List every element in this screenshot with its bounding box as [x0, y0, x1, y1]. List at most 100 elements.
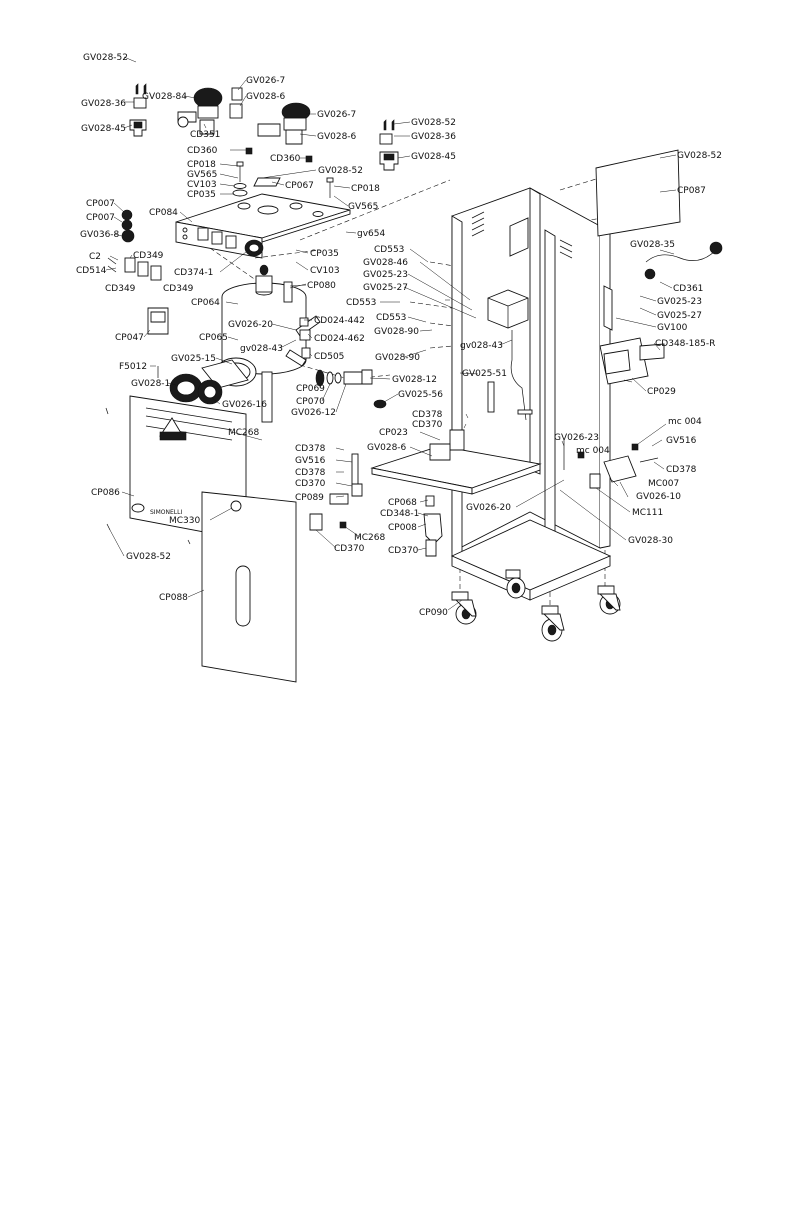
- label-gv100: GV100: [657, 323, 688, 333]
- label-gv028-6-a: GV028-6: [246, 92, 286, 102]
- label-cp035-a: CP035: [187, 190, 216, 200]
- label-cd348-185-r: CD348-185-R: [655, 339, 715, 349]
- label-gv036-8: GV036-8: [80, 230, 120, 240]
- label-cp080: CP080: [307, 281, 336, 291]
- label-cp088: CP088: [159, 593, 188, 603]
- label-cd553-c: CD553: [376, 313, 406, 323]
- label-cd349-a: CD349: [133, 251, 164, 261]
- label-gv028-52-c: GV028-52: [411, 118, 456, 128]
- label-cd370-b: CD370: [295, 479, 326, 489]
- label-cd024-442: CD024-442: [314, 316, 365, 326]
- label-c2: C2: [89, 252, 101, 262]
- label-gv516-a: GV516: [295, 456, 326, 466]
- label-cp068: CP068: [388, 498, 417, 508]
- label-gv026-23: GV026-23: [554, 433, 599, 443]
- label-cp008: CP008: [388, 523, 417, 533]
- label-cd505: CD505: [314, 352, 344, 362]
- label-cp070: CP070: [296, 397, 325, 407]
- label-cp035-b: CP035: [310, 249, 339, 259]
- label-cp090: CP090: [419, 608, 448, 618]
- label-mc007: MC007: [648, 479, 679, 489]
- label-gv565-b: GV565: [348, 202, 378, 212]
- label-gv026-12: GV026-12: [291, 408, 336, 418]
- label-cd378-a: CD378: [412, 410, 443, 420]
- label-cp023: CP023: [379, 428, 408, 438]
- label-gv026-20-a: GV026-20: [228, 320, 273, 330]
- label-gv026-20-b: GV026-20: [466, 503, 511, 513]
- label-cv103-a: CV103: [187, 180, 217, 190]
- label-cp007-a: CP007: [86, 199, 115, 209]
- label-cd378-d: CD378: [666, 465, 697, 475]
- label-cp047: CP047: [115, 333, 144, 343]
- label-f5012: F5012: [119, 362, 147, 372]
- label-gv025-56: GV025-56: [398, 390, 443, 400]
- label-mc330: MC330: [169, 516, 201, 526]
- label-cp007-b: CP007: [86, 213, 115, 223]
- label-gv026-7-b: GV026-7: [317, 110, 356, 120]
- label-gv654: gv654: [357, 229, 385, 239]
- label-gv028-52-d: GV028-52: [677, 151, 722, 161]
- label-gv025-27-a: GV025-27: [363, 283, 408, 293]
- label-gv028-90-a: GV028-90: [374, 327, 419, 337]
- label-cp089: CP089: [295, 493, 324, 503]
- top-valves: [129, 83, 399, 198]
- label-gv028-43-b: gv028-43: [240, 344, 283, 354]
- label-cv103-b: CV103: [310, 266, 340, 276]
- label-cd553-b: CD553: [346, 298, 376, 308]
- label-cd374-1: CD374-1: [174, 268, 213, 278]
- boiler: [147, 264, 387, 423]
- panel-logo-text: SIMONELLI: [150, 509, 182, 516]
- label-gv026-16: GV026-16: [222, 400, 267, 410]
- label-cd349-c: CD349: [163, 284, 194, 294]
- label-gv025-15: GV025-15: [171, 354, 216, 364]
- label-cd378-c: CD378: [295, 468, 326, 478]
- label-cp069: CP069: [296, 384, 325, 394]
- label-cp067: CP067: [285, 181, 314, 191]
- label-gv025-27-b: GV025-27: [657, 311, 702, 321]
- label-gv028-35: GV028-35: [630, 240, 675, 250]
- label-cp064: CP064: [191, 298, 220, 308]
- label-gv028-84: GV028-84: [142, 92, 187, 102]
- label-gv025-51: GV025-51: [462, 369, 507, 379]
- label-cd370-a: CD370: [412, 420, 443, 430]
- label-cp084: CP084: [149, 208, 178, 218]
- left-panels: SIMONELLI: [105, 395, 297, 683]
- label-cp087: CP087: [677, 186, 706, 196]
- label-cd370-c: CD370: [334, 544, 365, 554]
- label-cp018-b: CP018: [351, 184, 380, 194]
- main-frame: [309, 149, 723, 601]
- label-gv028-36-b: GV028-36: [411, 132, 456, 142]
- label-gv028-6-c: GV028-6: [367, 443, 407, 453]
- part-labels: GV028-52 GV028-36 GV028-45 GV028-84 GV02…: [76, 53, 722, 618]
- label-gv026-10: GV026-10: [636, 492, 681, 502]
- label-gv028-45-b: GV028-45: [411, 152, 456, 162]
- label-cd361: CD361: [673, 284, 703, 294]
- leader-lines: [105, 56, 677, 611]
- label-mc-004-a: mc 004: [576, 446, 610, 456]
- label-gv028-43-a: gv028-43: [460, 341, 503, 351]
- label-gv025-23-a: GV025-23: [363, 270, 408, 280]
- label-mc111: MC111: [632, 508, 663, 518]
- label-mc268-b: MC268: [354, 533, 386, 543]
- casters: [451, 569, 621, 642]
- label-gv028-30: GV028-30: [628, 536, 673, 546]
- label-gv028-52-a: GV028-52: [83, 53, 128, 63]
- label-cp029: CP029: [647, 387, 676, 397]
- label-gv025-23-b: GV025-23: [657, 297, 702, 307]
- label-cd348-1: CD348-1: [380, 509, 419, 519]
- label-gv565-a: GV565: [187, 170, 217, 180]
- label-gv028-1: GV028-1: [131, 379, 170, 389]
- label-gv028-12: GV028-12: [392, 375, 437, 385]
- label-cd351: CD351: [190, 130, 220, 140]
- label-gv026-7-a: GV026-7: [246, 76, 285, 86]
- label-mc-004-b: mc 004: [668, 417, 702, 427]
- label-cp086: CP086: [91, 488, 120, 498]
- label-gv028-6-b: GV028-6: [317, 132, 357, 142]
- label-gv028-46: GV028-46: [363, 258, 408, 268]
- label-gv028-45-a: GV028-45: [81, 124, 126, 134]
- label-gv028-52-b: GV028-52: [318, 166, 363, 176]
- label-cd360-b: CD360: [270, 154, 301, 164]
- label-cd370-d: CD370: [388, 546, 419, 556]
- label-cp065: CP065: [199, 333, 228, 343]
